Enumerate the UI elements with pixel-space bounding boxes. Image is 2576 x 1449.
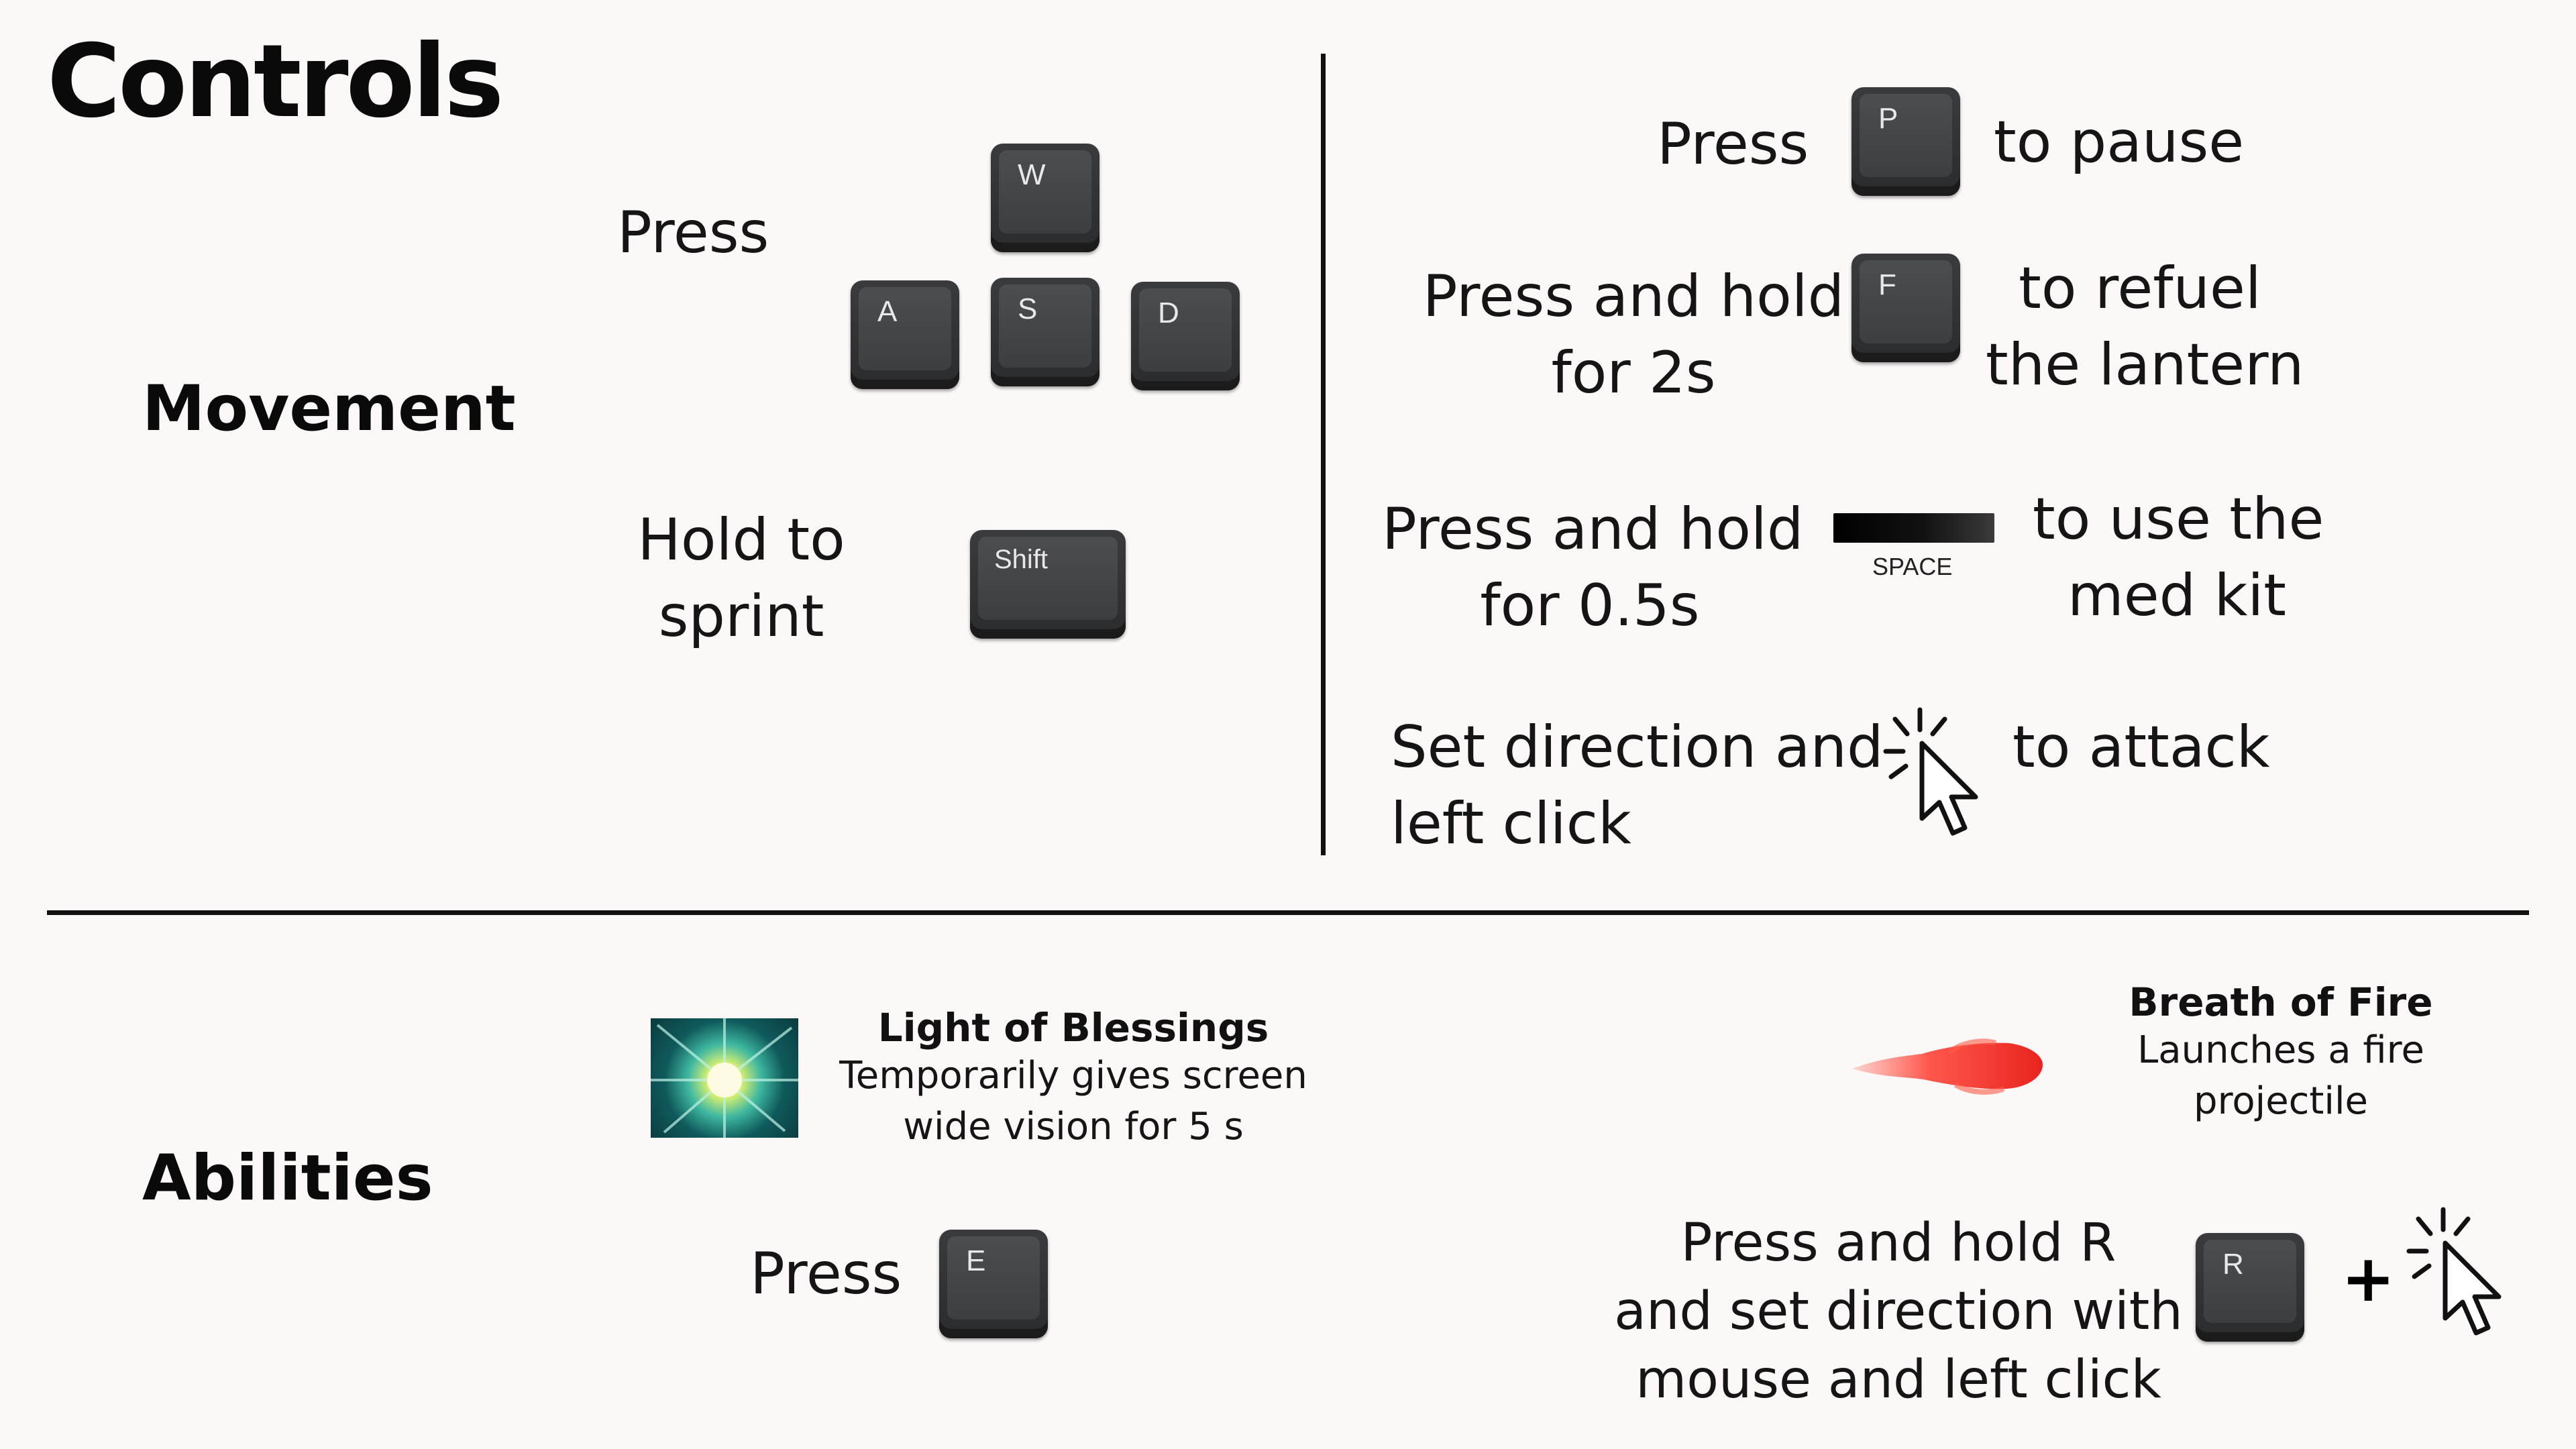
key-s: S (991, 278, 1099, 386)
key-w: W (991, 144, 1099, 252)
movement-heading: Movement (142, 372, 516, 445)
fire-desc-line2: projectile (2194, 1079, 2368, 1123)
fire-instr-line3: mouse and left click (1635, 1350, 2161, 1410)
light-name: Light of Blessings (877, 1005, 1269, 1051)
refuel-prefix-line1: Press and hold (1422, 263, 1845, 330)
fire-projectile-icon (1848, 1023, 2049, 1104)
refuel-suffix-line2: the lantern (1986, 331, 2304, 398)
refuel-suffix: to refuel the lantern (1986, 250, 2304, 403)
attack-prefix: Set direction and left click (1391, 709, 1884, 862)
horizontal-divider (47, 910, 2529, 915)
refuel-prefix-line2: for 2s (1551, 339, 1716, 407)
fire-instructions: Press and hold R and set direction with … (1603, 1209, 2194, 1414)
light-burst-icon (651, 1018, 798, 1138)
pause-prefix: Press (1657, 111, 1809, 178)
attack-prefix-line1: Set direction and (1391, 714, 1884, 781)
fire-name: Breath of Fire (2129, 979, 2433, 1025)
key-shift: Shift (970, 530, 1126, 639)
key-p: P (1851, 87, 1960, 196)
cursor-click-icon (1882, 704, 1989, 839)
key-r: R (2196, 1233, 2304, 1342)
fire-instr-line2: and set direction with (1614, 1281, 2183, 1342)
sprint-label: Hold to sprint (607, 502, 875, 655)
sprint-label-line2: sprint (658, 583, 824, 650)
vertical-divider (1321, 54, 1326, 855)
abilities-heading: Abilities (142, 1142, 433, 1215)
fire-info: Breath of Fire Launches a fire projectil… (2046, 979, 2516, 1127)
medkit-suffix: to use the med kit (2033, 481, 2324, 634)
spacebar-key (1833, 513, 1994, 543)
light-press-label: Press (750, 1240, 902, 1307)
light-info: Light of Blessings Temporarily gives scr… (832, 1005, 1315, 1152)
fire-instr-line1: Press and hold R (1680, 1213, 2116, 1273)
refuel-prefix: Press and hold for 2s (1415, 258, 1851, 411)
medkit-prefix: Press and hold for 0.5s (1382, 491, 1804, 644)
key-d: D (1131, 282, 1240, 390)
page-title: Controls (47, 23, 504, 140)
pause-suffix: to pause (1994, 109, 2245, 176)
movement-press-label: Press (617, 199, 769, 266)
light-desc-line2: wide vision for 5 s (903, 1105, 1244, 1148)
medkit-suffix-line1: to use the (2033, 486, 2324, 553)
key-a: A (851, 280, 959, 389)
key-e: E (939, 1230, 1048, 1338)
medkit-prefix-line1: Press and hold (1382, 496, 1804, 563)
fire-desc-line1: Launches a fire (2137, 1028, 2424, 1072)
attack-suffix: to attack (2012, 714, 2270, 781)
medkit-prefix-line2: for 0.5s (1480, 572, 1700, 639)
sprint-label-line1: Hold to (637, 506, 845, 574)
attack-prefix-line2: left click (1391, 790, 1631, 857)
light-desc-line1: Temporarily gives screen (839, 1054, 1307, 1097)
key-f: F (1851, 254, 1960, 362)
medkit-suffix-line2: med kit (2067, 562, 2287, 629)
spacebar-label: SPACE (1872, 553, 1953, 580)
plus-sign: + (2341, 1241, 2396, 1316)
refuel-suffix-line1: to refuel (2019, 255, 2261, 322)
cursor-click-icon (2405, 1204, 2512, 1338)
